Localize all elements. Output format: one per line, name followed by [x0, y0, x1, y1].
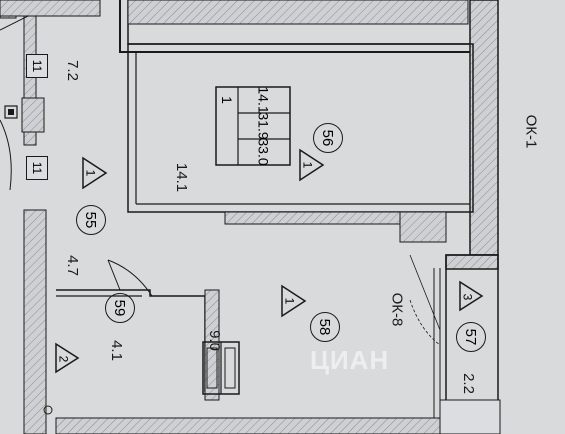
- triangle-59: [55, 342, 80, 374]
- room-number-58: 58: [310, 312, 340, 342]
- box-label-1: 11: [26, 54, 48, 78]
- living-area: 14.1: [256, 86, 272, 114]
- window-label-ok8: ОК-8: [388, 292, 406, 327]
- box-label-2: 11: [26, 156, 48, 180]
- window-label-ok1: ОК-1: [522, 114, 540, 149]
- room-59-area: 4.1: [107, 340, 125, 361]
- room-58-area: 9.0: [205, 330, 223, 351]
- total-area-no-balcony: 31.9: [256, 112, 272, 140]
- type-56: 1: [300, 161, 315, 169]
- corridor-area-bottom: 4.7: [63, 255, 81, 276]
- watermark: ЦИАН: [310, 345, 390, 375]
- outer-wall-right: [469, 0, 499, 256]
- type-55: 1: [83, 169, 98, 177]
- room-number-56: 56: [313, 123, 343, 153]
- rooms-count: 1: [218, 96, 235, 104]
- total-area: 33.0: [256, 138, 272, 166]
- room-56-area: 14.1: [173, 162, 191, 193]
- type-59: 2: [56, 355, 71, 363]
- room-57-area: 2.2: [459, 373, 477, 394]
- type-58: 1: [282, 297, 297, 305]
- room-number-57: 57: [456, 322, 486, 352]
- room-number-55: 55: [76, 205, 106, 235]
- triangle-56: [299, 148, 325, 182]
- outer-wall-corner: [445, 254, 499, 270]
- balcony-outline: [445, 254, 499, 434]
- triangle-55: [82, 156, 108, 190]
- corridor-area-top: 7.2: [63, 60, 81, 81]
- type-57: 3: [460, 293, 475, 301]
- triangle-58: [281, 284, 307, 318]
- apartment-table: 1 14.1 31.9 33.0: [216, 86, 290, 166]
- room-number-59: 59: [105, 293, 135, 323]
- triangle-57: [459, 280, 484, 312]
